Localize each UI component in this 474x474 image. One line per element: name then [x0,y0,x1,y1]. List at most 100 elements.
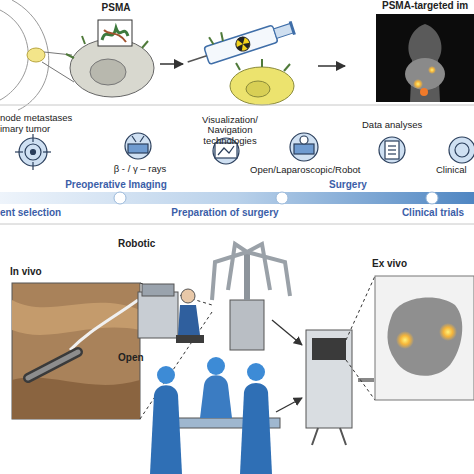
art-shape [376,14,474,102]
art-shape [346,360,375,400]
art-shape [234,35,252,53]
art-shape [420,88,428,96]
art-shape [455,143,469,157]
art-shape [261,59,263,67]
art-shape [132,136,136,142]
art-shape [70,39,154,97]
cell-illustration [66,20,154,97]
art-shape [188,56,207,62]
phase-label: Surgery [318,179,378,190]
art-shape [207,357,225,375]
step-label: imary tumor [0,124,90,134]
art-shape [428,66,436,74]
art-shape [114,192,126,204]
anatomy-sketch [0,0,74,110]
flow-arrow [160,63,183,65]
art-shape [32,134,33,142]
art-shape [42,62,74,82]
phase-label: Preparation of surgery [160,207,290,218]
art-shape [284,64,290,71]
art-shape [220,32,224,41]
art-shape [90,59,126,85]
art-shape [240,383,272,474]
part-label: PSMA [96,2,136,13]
art-shape [312,338,346,360]
art-shape [140,136,144,142]
art-shape [246,81,270,97]
art-shape [66,54,74,58]
art-shape [178,305,200,335]
step-label: Data analyses [362,120,432,130]
phase-label: Clinical trials [392,207,474,218]
art-shape [125,133,151,159]
art-shape [27,48,45,62]
art-shape [28,352,78,378]
art-shape [388,145,396,146]
phase-label: Preoperative Imaging [56,179,176,190]
approach-label: Robotic [118,238,178,249]
art-shape [43,151,51,152]
art-shape [236,59,290,71]
art-shape [176,335,204,343]
art-shape [82,36,85,44]
art-shape [439,323,457,341]
art-shape [138,292,178,338]
flow-arrow [272,320,302,345]
panel-heading: In vivo [10,266,142,277]
leader-lines [346,276,375,400]
art-shape [25,144,41,160]
art-shape [0,10,28,100]
art-shape [157,366,175,384]
labelled-cell [230,59,294,105]
art-shape [413,79,423,89]
art-shape [212,244,290,300]
step-label: β - / γ – rays [100,164,180,174]
art-shape [396,331,414,349]
art-shape [290,133,318,161]
art-shape [209,32,224,45]
art-shape [306,330,352,428]
art-shape [19,138,47,166]
art-shape [218,146,234,155]
art-shape [290,21,294,34]
art-shape [12,283,140,419]
art-shape [387,297,462,375]
phase-label: ent selection [0,207,90,218]
art-shape [244,250,250,300]
pet-image [376,14,474,102]
art-shape [236,63,240,70]
in-vivo-photo [12,283,140,419]
art-shape [128,144,148,153]
art-shape [70,300,138,350]
art-shape [204,25,278,64]
art-shape [209,37,213,45]
art-shape [32,162,33,170]
art-shape [142,41,148,48]
art-shape [294,144,314,154]
step-label: Visualization/ Navigation technologies [180,115,280,146]
art-shape [15,151,23,152]
timeline-band [0,192,474,204]
step-label: node metastases [0,113,90,123]
art-shape [312,428,318,445]
panel-heading: PSMA-targeted im [382,0,474,11]
image-panel: Ex vivo [372,258,474,402]
ex-vivo-image [375,276,474,400]
art-shape [181,289,195,303]
art-shape [98,20,132,46]
art-shape [449,137,474,163]
step-label: Clinical [436,165,474,175]
image-panel: In vivo [10,266,142,422]
art-shape [142,284,174,296]
art-shape [426,192,438,204]
art-shape [31,150,36,155]
art-shape [230,300,264,350]
flow-arrow [276,398,302,412]
art-shape [247,363,265,381]
art-shape [150,385,182,474]
art-shape [385,141,399,159]
art-shape [346,276,375,340]
panel-heading: Ex vivo [372,258,474,269]
